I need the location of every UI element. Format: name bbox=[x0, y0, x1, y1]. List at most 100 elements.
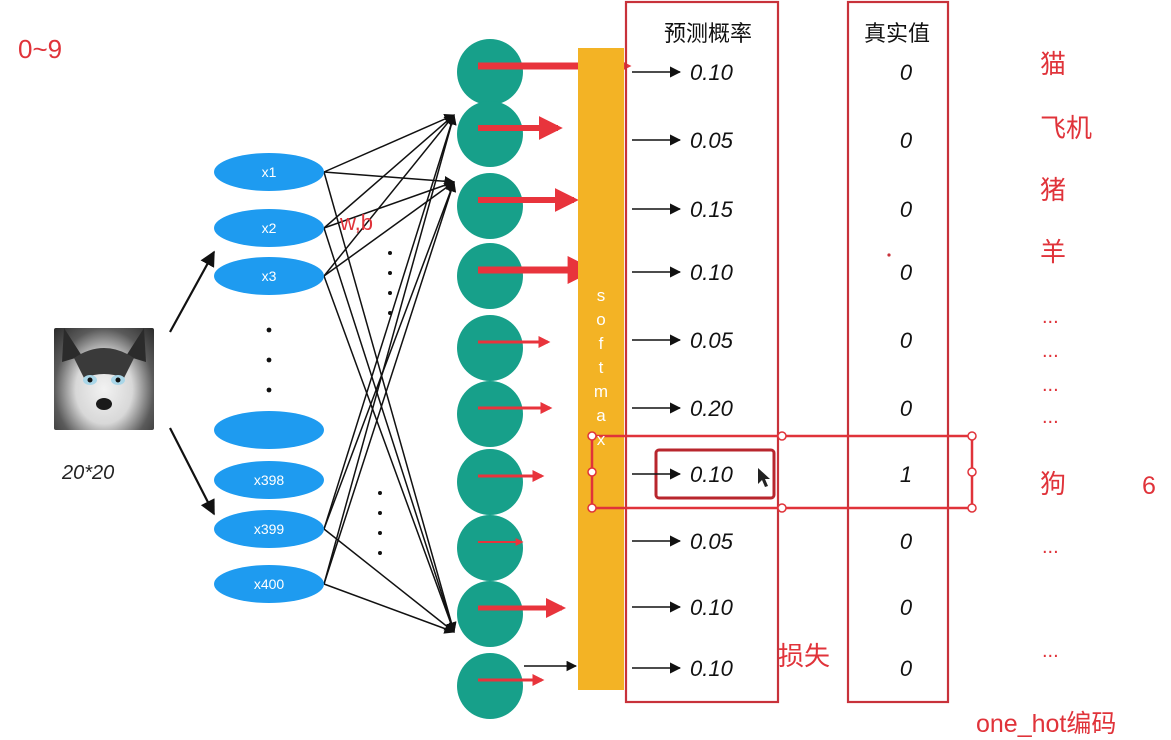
softmax-letter: t bbox=[598, 358, 604, 377]
output-node bbox=[457, 381, 523, 447]
image-size-label: 20*20 bbox=[62, 462, 115, 484]
connection-arrow bbox=[323, 113, 457, 530]
truth-value: 0 bbox=[900, 260, 913, 285]
connection-arrow bbox=[323, 181, 456, 530]
output-node bbox=[457, 39, 523, 105]
connection-arrow bbox=[323, 114, 455, 277]
output-node bbox=[457, 243, 523, 309]
input-node: x399 bbox=[214, 510, 324, 548]
ellipsis-dot bbox=[378, 531, 382, 535]
probability-value: 0.20 bbox=[690, 396, 734, 421]
ellipsis-dot bbox=[378, 511, 382, 515]
input-node: x3 bbox=[214, 257, 324, 295]
input-node-label: x400 bbox=[254, 576, 285, 592]
output-node bbox=[457, 515, 523, 581]
weights-label: w,b bbox=[340, 210, 374, 235]
class-ellipsis: ... bbox=[1042, 536, 1059, 558]
class-dog: 狗 bbox=[1040, 469, 1067, 499]
truth-header: 真实值 bbox=[864, 21, 931, 46]
truth-value: 0 bbox=[900, 197, 913, 222]
truth-column-box bbox=[846, 0, 950, 704]
connection-arrow bbox=[323, 113, 455, 173]
input-node bbox=[214, 411, 324, 449]
softmax-letter: x bbox=[596, 430, 606, 449]
image-to-inputs-arrow bbox=[169, 427, 215, 516]
softmax-letter: f bbox=[598, 334, 604, 353]
connection-arrow bbox=[323, 180, 455, 229]
class-ellipsis: ... bbox=[1042, 640, 1059, 662]
ellipsis-dot bbox=[388, 311, 392, 315]
input-node-label: x3 bbox=[262, 268, 277, 284]
truth-value: 0 bbox=[900, 396, 913, 421]
class-ellipsis: ... bbox=[1042, 406, 1059, 428]
truth-value: 0 bbox=[900, 60, 913, 85]
softmax-letter: s bbox=[596, 286, 606, 305]
input-node-label: x399 bbox=[254, 521, 285, 537]
connection-arrow bbox=[323, 113, 457, 585]
connection-arrow bbox=[323, 181, 455, 277]
probability-value: 0.05 bbox=[690, 529, 734, 554]
probability-value: 0.10 bbox=[690, 462, 734, 487]
truth-value: 0 bbox=[900, 128, 913, 153]
input-node-label: x2 bbox=[262, 220, 277, 236]
connection-arrow bbox=[323, 583, 455, 634]
predicted-header: 预测概率 bbox=[664, 21, 753, 46]
class-ellipsis: ... bbox=[1042, 306, 1059, 328]
truth-value: 0 bbox=[900, 328, 913, 353]
input-node-label: x1 bbox=[262, 164, 277, 180]
connection-arrow bbox=[323, 181, 457, 585]
connection-arrow bbox=[323, 114, 455, 229]
connection-arrow bbox=[323, 227, 457, 633]
loss-label: 损失 bbox=[778, 641, 831, 671]
probability-value: 0.05 bbox=[690, 128, 734, 153]
probability-value: 0.10 bbox=[690, 260, 734, 285]
input-node: x400 bbox=[214, 565, 324, 603]
output-node bbox=[457, 315, 523, 381]
class-ellipsis: ... bbox=[1042, 374, 1059, 396]
probability-value: 0.10 bbox=[690, 656, 734, 681]
probability-value: 0.15 bbox=[690, 197, 734, 222]
ellipsis-dot bbox=[388, 291, 392, 295]
selected-row-box bbox=[590, 434, 974, 510]
softmax-letter: m bbox=[593, 382, 609, 401]
predicted-column-box bbox=[624, 0, 780, 704]
output-node bbox=[457, 101, 523, 167]
class-sheep: 羊 bbox=[1040, 237, 1067, 267]
class-plane: 飞机 bbox=[1040, 113, 1093, 143]
onehot-label: one_hot编码 bbox=[976, 710, 1117, 738]
ellipsis-dot bbox=[378, 551, 382, 555]
truth-value: 0 bbox=[900, 656, 913, 681]
probability-value: 0.05 bbox=[690, 328, 734, 353]
input-node: x398 bbox=[214, 461, 324, 499]
cursor-icon bbox=[758, 468, 770, 487]
probability-value: 0.10 bbox=[690, 60, 734, 85]
truth-value: 0 bbox=[900, 529, 913, 554]
class-pig: 猪 bbox=[1040, 175, 1067, 205]
input-node-label: x398 bbox=[254, 472, 285, 488]
truth-value: 0 bbox=[900, 595, 913, 620]
output-node bbox=[457, 173, 523, 239]
connection-arrow bbox=[323, 171, 456, 187]
input-node: x1 bbox=[214, 153, 324, 191]
output-node bbox=[457, 581, 523, 647]
connection-arrow bbox=[323, 275, 456, 633]
connection-arrow bbox=[323, 528, 455, 633]
ellipsis-dot bbox=[266, 327, 272, 333]
probability-value: 0.10 bbox=[690, 595, 734, 620]
ellipsis-dot bbox=[266, 387, 272, 393]
softmax-bar bbox=[578, 48, 624, 690]
class-range-label: 0~9 bbox=[18, 34, 63, 64]
class-ellipsis: ... bbox=[1042, 340, 1059, 362]
ellipsis-dot bbox=[388, 271, 392, 275]
input-node: x2 bbox=[214, 209, 324, 247]
softmax-letter: o bbox=[596, 310, 606, 329]
husky-image bbox=[54, 328, 154, 430]
class-index-label: 6 bbox=[1142, 472, 1156, 500]
image-to-inputs-arrow bbox=[169, 250, 215, 333]
softmax-letter: a bbox=[596, 406, 606, 425]
ellipsis-dot bbox=[266, 357, 272, 363]
ellipsis-dot bbox=[388, 251, 392, 255]
